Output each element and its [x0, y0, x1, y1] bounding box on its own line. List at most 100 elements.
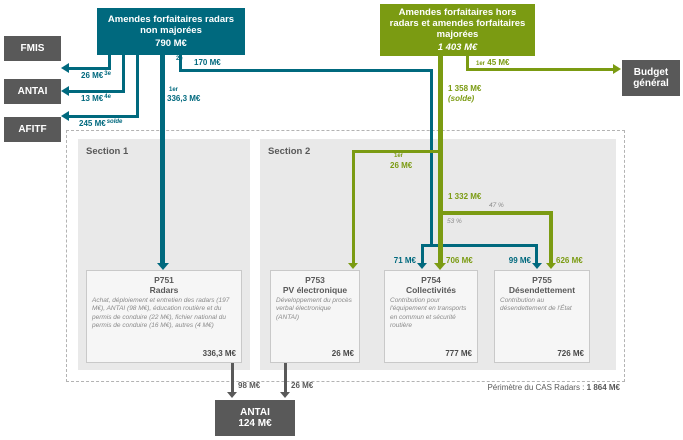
flow-line [160, 55, 165, 264]
section-1-label: Section 1 [86, 146, 129, 157]
section-2-label: Section 2 [268, 146, 311, 157]
flow-label-p753-antai: 26 M€ [291, 381, 314, 390]
program-amount: 336,3 M€ [202, 349, 236, 358]
flow-label-to-afitf: 245 M€solde [79, 119, 122, 128]
flow-amount: 245 M€ [79, 119, 106, 128]
flow-line [179, 55, 182, 72]
program-description: Développement du procès verbal électroni… [276, 297, 352, 321]
flow-amount: 13 M€ [81, 94, 104, 103]
flow-line [466, 68, 613, 71]
arrowhead-down-icon [434, 263, 446, 270]
flow-line [438, 211, 553, 215]
program-p753: P753 PV électronique Développement du pr… [270, 270, 360, 363]
arrowhead-down-icon [348, 263, 358, 269]
source-radars-label: Amendes forfaitaires radars non majorées [107, 13, 235, 36]
flow-label-to-fmis: 26 M€3e [81, 71, 111, 80]
source-box-radars: Amendes forfaitaires radars non majorées… [97, 8, 245, 55]
flow-label-green-p755: 626 M€ [556, 256, 583, 265]
flow-label-p751-antai: 98 M€ [238, 381, 261, 390]
source-radars-amount: 790 M€ [155, 38, 187, 50]
dest-box-budget-general: Budget général [622, 60, 680, 96]
flow-amount: 26 M€ [81, 71, 104, 80]
arrowhead-left-icon [61, 86, 69, 96]
flow-line [352, 150, 438, 153]
flow-label-1332: 1 332 M€ [448, 192, 482, 201]
program-title: Radars [149, 285, 179, 295]
flow-line [421, 244, 538, 247]
flow-line [438, 56, 443, 263]
flow-ordinal: 1er [394, 153, 404, 159]
flow-ordinal: solde [106, 119, 123, 125]
flow-pct-right: 47 % [489, 202, 504, 209]
program-amount: 777 M€ [445, 349, 472, 358]
arrowhead-down-icon [546, 263, 556, 269]
flow-ordinal: 2e [176, 56, 183, 62]
program-p751: P751 Radars Achat, déploiement et entret… [86, 270, 242, 363]
program-code: P751 [154, 275, 174, 285]
dest-box-antai: ANTAI [4, 79, 61, 104]
dest-box-afitf: AFITF [4, 117, 61, 142]
program-amount: 26 M€ [331, 349, 354, 358]
flow-line [466, 56, 469, 71]
flow-line [535, 244, 538, 263]
arrowhead-down-icon [280, 392, 290, 398]
arrowhead-left-icon [61, 63, 69, 73]
program-title: Collectivités [405, 285, 457, 295]
source-box-hors-radars: Amendes forfaitaires hors radars et amen… [380, 4, 535, 56]
program-amount: 726 M€ [557, 349, 584, 358]
perimeter-total: Périmètre du CAS Radars : 1 864 M€ [370, 383, 620, 392]
flow-line [421, 244, 424, 263]
program-description: Achat, déploiement et entretien des rada… [92, 297, 230, 330]
flow-line [231, 363, 234, 393]
flow-pct-left: 53 % [447, 218, 462, 225]
flow-line [108, 55, 111, 70]
flow-ordinal: 1er [169, 87, 179, 93]
program-p754: P754 Collectivités Contribution pour l'é… [384, 270, 478, 363]
perimeter-label: Périmètre du CAS Radars : [487, 383, 585, 392]
program-description: Contribution pour l'équipement en transp… [390, 297, 467, 330]
source-hors-radars-label: Amendes forfaitaires hors radars et amen… [389, 6, 526, 40]
flow-label-to-budget: 1er 45 M€ [476, 58, 509, 67]
dest-box-fmis: FMIS [4, 36, 61, 61]
program-description: Contribution au désendettement de l'État [500, 297, 572, 313]
flow-label-teal-p754: 71 M€ [393, 256, 416, 265]
flow-label-green-p754: 706 M€ [446, 256, 473, 265]
flow-label-to-p753: 26 M€ [390, 161, 413, 170]
arrowhead-down-icon [157, 263, 169, 270]
perimeter-amount: 1 864 M€ [586, 383, 620, 392]
dest-box-antai-bottom: ANTAI 124 M€ [215, 400, 295, 436]
antai-bottom-label: ANTAI [240, 406, 270, 418]
arrowhead-down-icon [417, 263, 427, 269]
flow-line [284, 363, 287, 393]
flow-line [122, 55, 125, 93]
flow-label-solde: 1 358 M€ [448, 84, 482, 93]
flow-line [549, 211, 553, 263]
flow-label-to-p751: 336,3 M€ [167, 94, 201, 103]
flow-label-teal-p755: 99 M€ [508, 256, 531, 265]
flow-line [69, 90, 125, 93]
arrowhead-left-icon [61, 111, 69, 121]
program-title: PV électronique [282, 285, 348, 295]
flow-amount: 45 M€ [487, 58, 510, 67]
flow-line [69, 67, 111, 70]
flow-line [430, 69, 433, 247]
flow-line [179, 69, 433, 72]
flow-line [69, 115, 139, 118]
arrowhead-right-icon [613, 64, 621, 74]
flow-line [136, 55, 139, 118]
flow-ordinal: 3e [104, 71, 111, 77]
arrowhead-down-icon [532, 263, 542, 269]
flow-ordinal: 1er [476, 61, 486, 67]
program-code: P755 [532, 275, 552, 285]
flow-label-to-section2: 170 M€ [194, 58, 221, 67]
antai-bottom-amount: 124 M€ [238, 418, 272, 429]
program-code: P753 [305, 275, 325, 285]
source-hors-radars-amount: 1 403 M€ [437, 42, 478, 54]
program-code: P754 [421, 275, 441, 285]
flow-ordinal: 4e [104, 94, 111, 100]
flow-line [352, 150, 355, 263]
flow-note-solde: (solde) [448, 94, 475, 103]
arrowhead-down-icon [227, 392, 237, 398]
program-p755: P755 Désendettement Contribution au dése… [494, 270, 590, 363]
